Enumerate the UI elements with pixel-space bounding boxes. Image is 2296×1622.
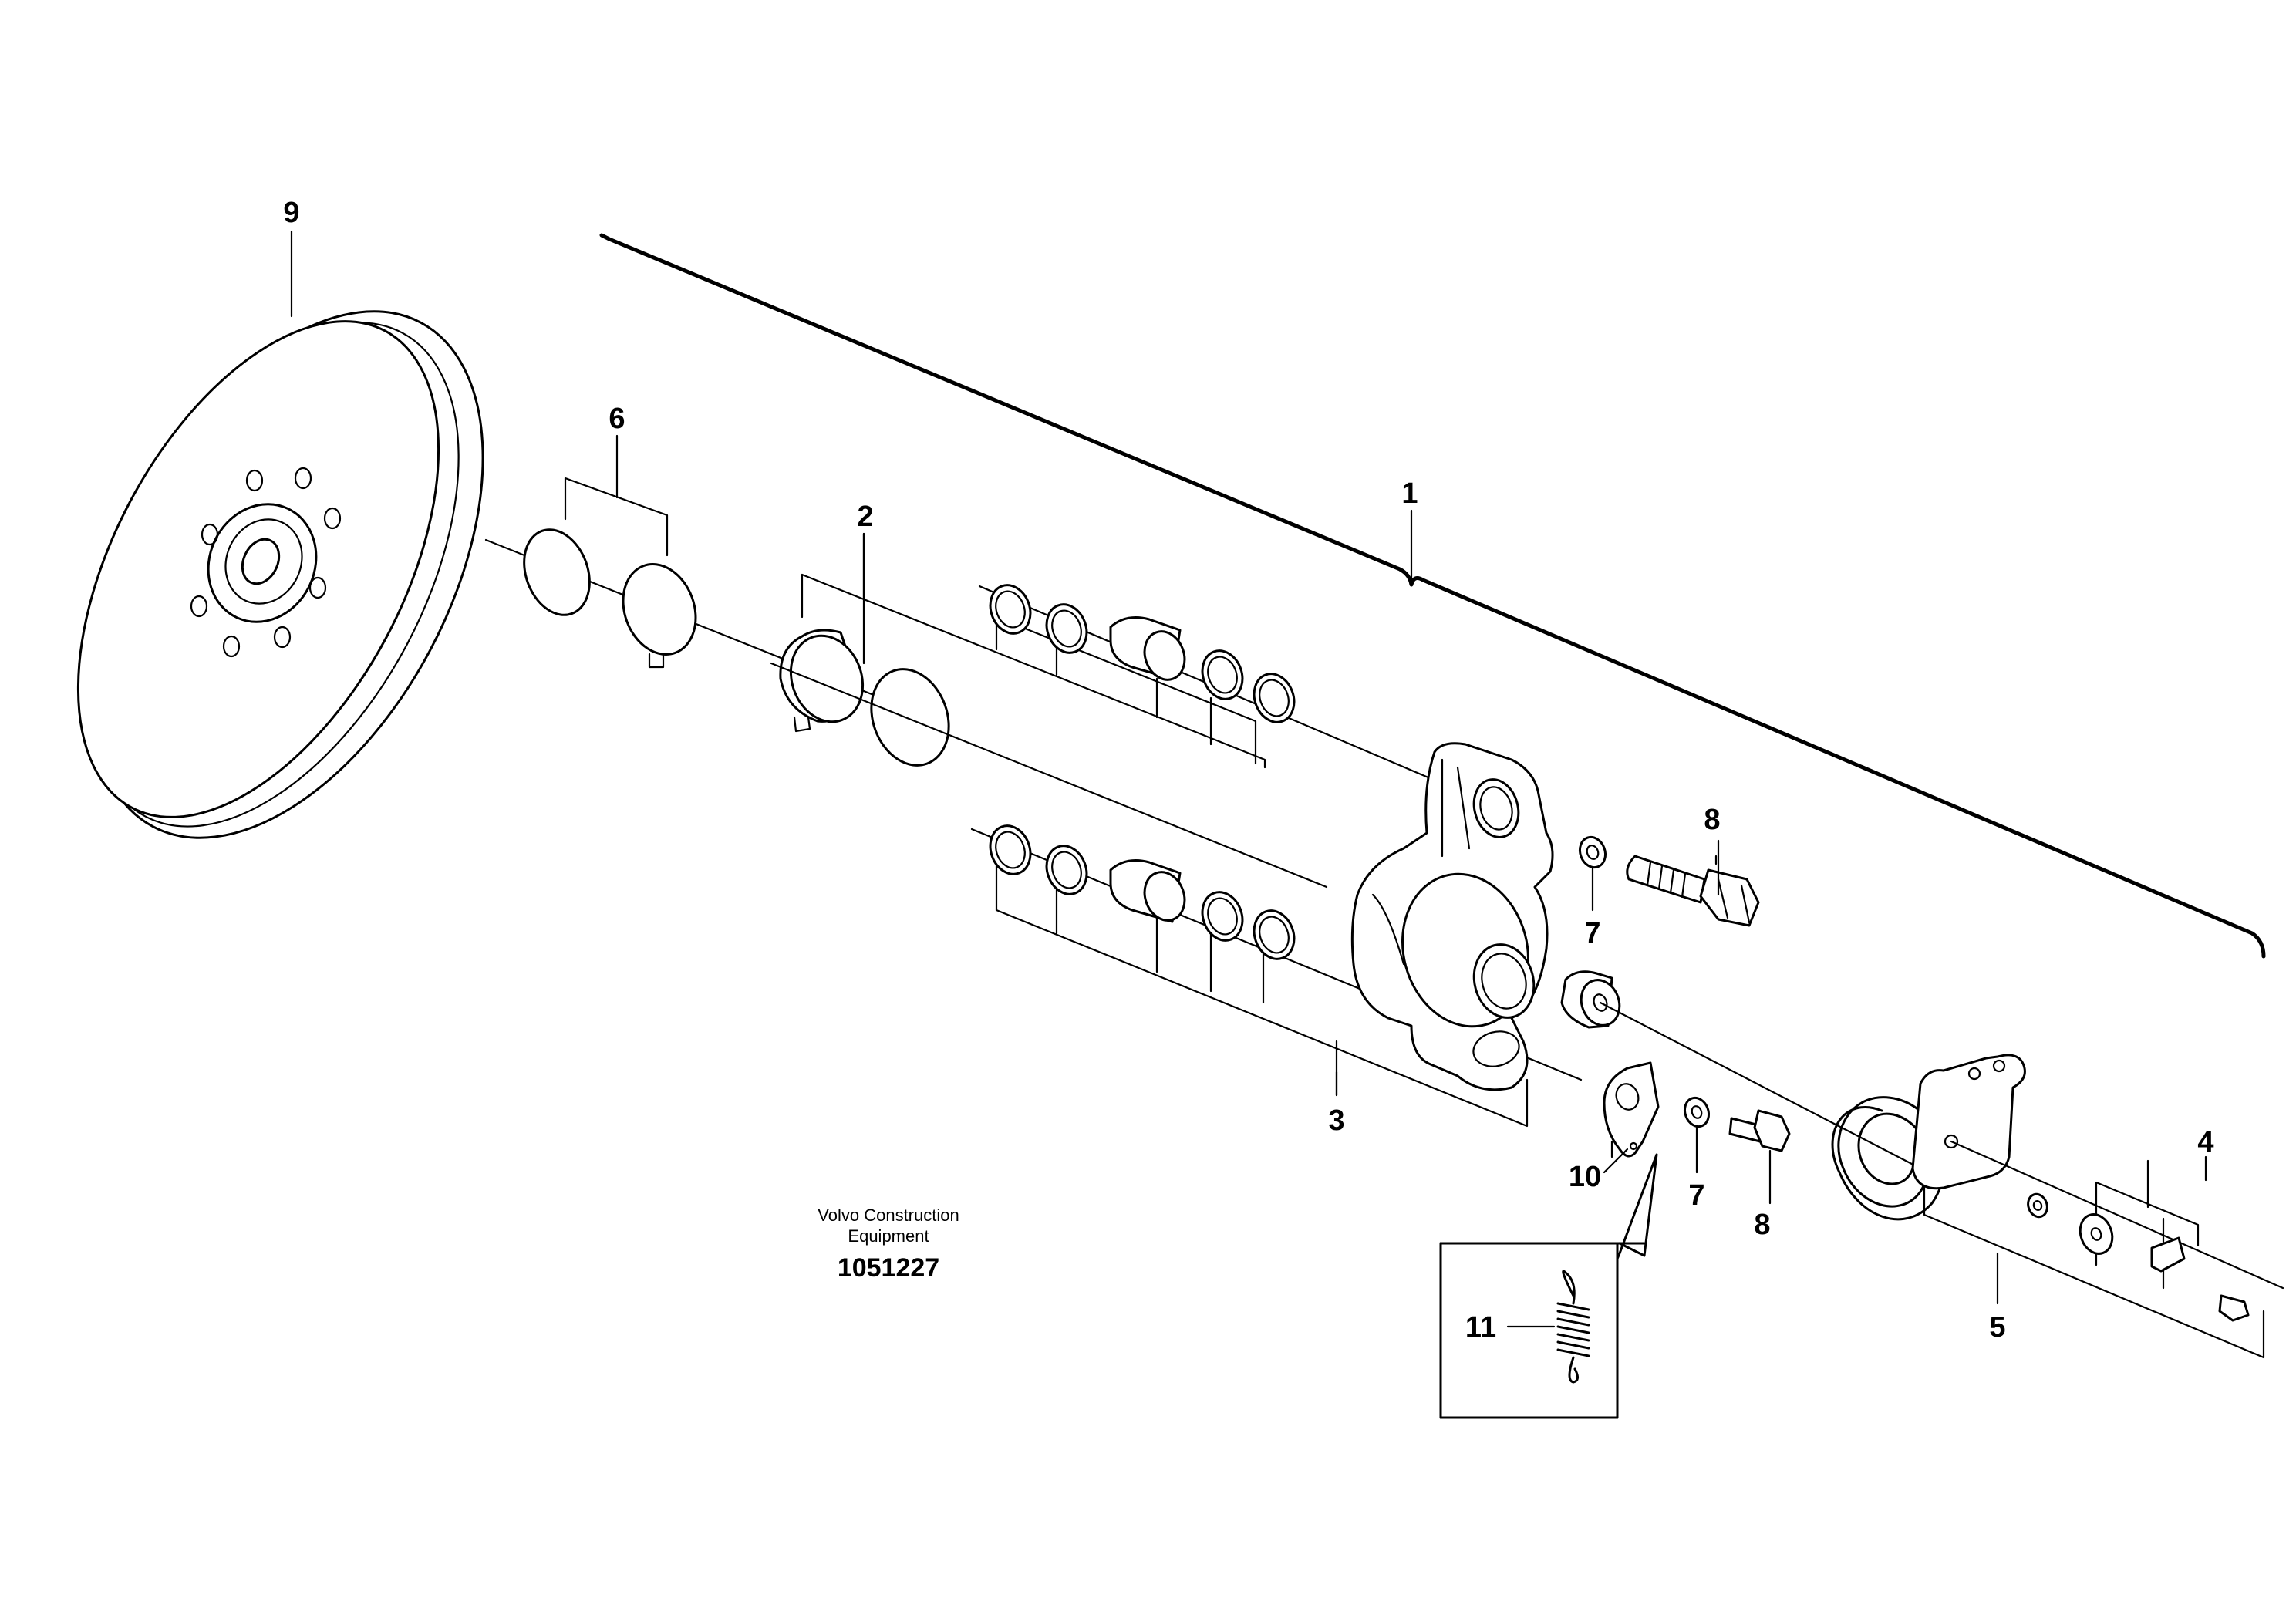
retainer-group-part-4: [1923, 1159, 2265, 1359]
spiral-spring: [1831, 1096, 1946, 1221]
lower-bolt-group: [1683, 1096, 1791, 1152]
credit-line-1: Volvo Construction: [818, 1206, 959, 1225]
bracket-plate: [1911, 1054, 2284, 1290]
upper-pin-group: [978, 584, 1451, 788]
callout-labels: 1 2 3 4 5 6 7 7 8 8 9 10 11: [283, 197, 2213, 1344]
upper-bolt-group: [1578, 835, 1760, 927]
seal-group-part-6: [484, 434, 912, 711]
callout-3: 3: [1328, 1104, 1344, 1137]
spring-inset: [1439, 1153, 1658, 1419]
callout-6: 6: [609, 403, 625, 435]
callout-1: 1: [1401, 477, 1418, 510]
disc-part-9: [76, 230, 484, 839]
callout-2: 2: [857, 501, 873, 533]
leader-lines: [1335, 839, 2207, 1305]
assembly-bracket-1: [599, 233, 2266, 959]
lever-plate-part-10: [1603, 1061, 1660, 1158]
callout-5: 5: [1989, 1311, 2005, 1344]
callout-11: 11: [1465, 1311, 1496, 1344]
document-number: 1051227: [838, 1253, 939, 1283]
lower-pin-group-part-3: [970, 824, 1583, 1128]
callout-8-upper: 8: [1704, 804, 1720, 836]
credit-line-2: Equipment: [848, 1226, 929, 1246]
callout-8-lower: 8: [1754, 1209, 1770, 1241]
callout-10: 10: [1569, 1161, 1601, 1193]
bushing: [1560, 970, 1930, 1174]
callout-9: 9: [283, 197, 299, 229]
callout-4: 4: [2197, 1126, 2213, 1158]
main-housing: [1350, 742, 1554, 1091]
callout-7-lower: 7: [1688, 1179, 1704, 1212]
bearing-group-part-2: [770, 532, 1328, 889]
credit-block: Volvo Construction Equipment 1051227: [818, 1206, 959, 1283]
callout-7-upper: 7: [1584, 917, 1600, 949]
